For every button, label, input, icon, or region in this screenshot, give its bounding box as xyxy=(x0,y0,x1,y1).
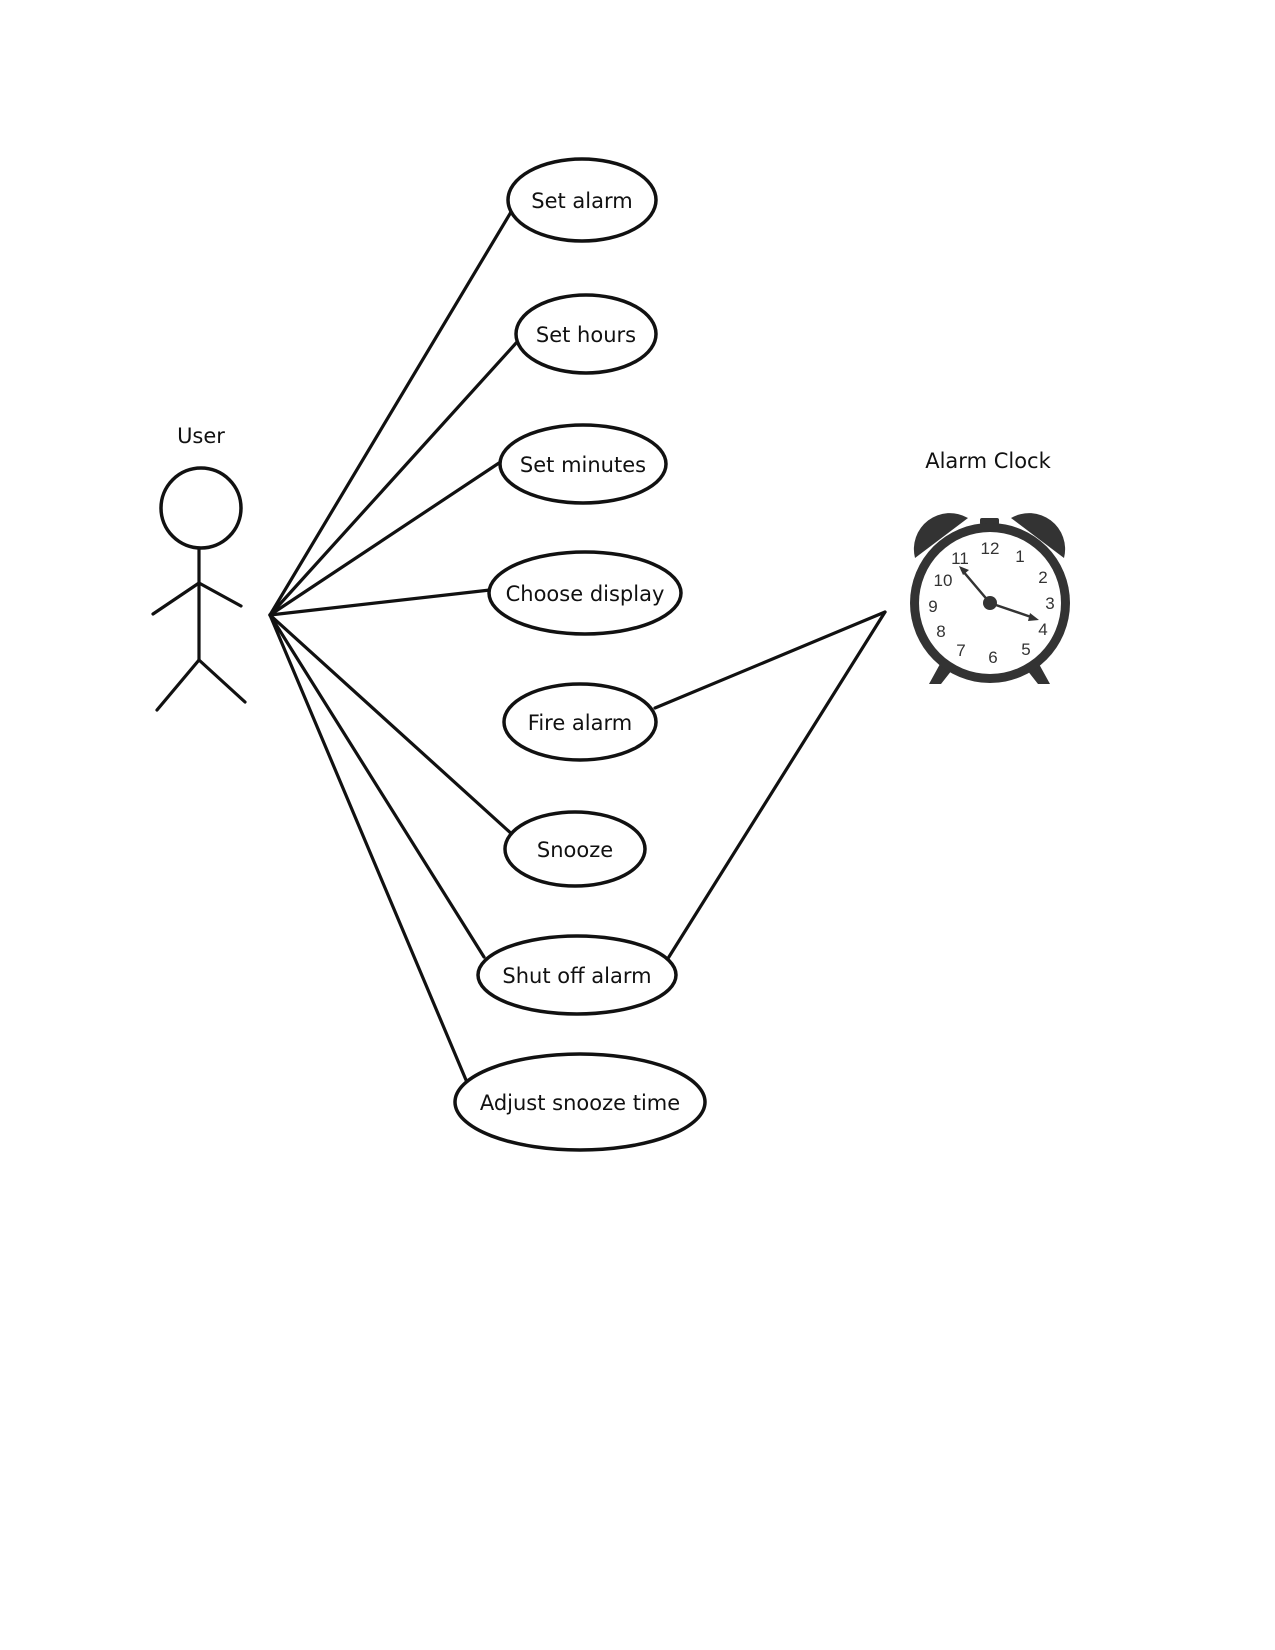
use-case-label: Fire alarm xyxy=(528,711,632,735)
alarm-clock-actor-label: Alarm Clock xyxy=(925,449,1051,473)
use-case-set-minutes[interactable]: Set minutes xyxy=(498,423,668,505)
svg-text:8: 8 xyxy=(936,622,945,641)
use-case-label: Shut off alarm xyxy=(502,964,651,988)
user-associations xyxy=(268,210,519,1082)
assoc-user-adjust-snooze-time xyxy=(268,613,468,1082)
use-case-label: Set alarm xyxy=(531,189,632,213)
assoc-clock-shut-off-alarm xyxy=(665,610,887,962)
assoc-user-set-hours xyxy=(268,340,519,617)
use-case-label: Set minutes xyxy=(520,453,646,477)
svg-text:4: 4 xyxy=(1038,620,1047,639)
assoc-clock-fire-alarm xyxy=(653,610,887,710)
svg-text:1: 1 xyxy=(1015,547,1024,566)
user-actor[interactable]: User xyxy=(151,424,247,712)
svg-text:3: 3 xyxy=(1045,594,1054,613)
alarm-clock-actor[interactable]: Alarm Clock 12 1 2 3 4 5 6 7 8 xyxy=(910,449,1070,684)
use-case-snooze[interactable]: Snooze xyxy=(503,810,647,888)
clock-face-numbers: 12 1 2 3 4 5 6 7 8 9 10 11 xyxy=(928,539,1054,667)
svg-text:9: 9 xyxy=(928,597,937,616)
use-case-set-alarm[interactable]: Set alarm xyxy=(506,157,658,243)
use-case-label: Adjust snooze time xyxy=(480,1091,680,1115)
clock-associations xyxy=(653,610,887,962)
svg-text:7: 7 xyxy=(956,641,965,660)
svg-text:12: 12 xyxy=(981,539,1000,558)
svg-text:10: 10 xyxy=(934,571,953,590)
use-case-adjust-snooze-time[interactable]: Adjust snooze time xyxy=(453,1052,707,1152)
assoc-user-snooze xyxy=(268,613,516,838)
svg-text:6: 6 xyxy=(988,648,997,667)
use-case-label: Choose display xyxy=(506,582,665,606)
use-case-fire-alarm[interactable]: Fire alarm xyxy=(502,682,658,762)
assoc-user-set-minutes xyxy=(268,459,504,617)
use-case-shut-off-alarm[interactable]: Shut off alarm xyxy=(476,934,678,1016)
svg-text:11: 11 xyxy=(951,549,969,568)
svg-text:5: 5 xyxy=(1021,640,1030,659)
assoc-user-choose-display xyxy=(268,588,492,617)
alarm-clock-icon: 12 1 2 3 4 5 6 7 8 9 10 11 xyxy=(910,513,1070,684)
assoc-user-set-alarm xyxy=(268,210,513,617)
stick-figure-icon xyxy=(151,466,247,712)
assoc-user-shut-off-alarm xyxy=(268,613,486,959)
user-actor-label: User xyxy=(177,424,225,448)
use-case-set-hours[interactable]: Set hours xyxy=(514,293,658,375)
use-case-choose-display[interactable]: Choose display xyxy=(487,550,683,636)
svg-text:2: 2 xyxy=(1038,568,1047,587)
use-case-label: Snooze xyxy=(537,838,613,862)
use-case-label: Set hours xyxy=(536,323,636,347)
